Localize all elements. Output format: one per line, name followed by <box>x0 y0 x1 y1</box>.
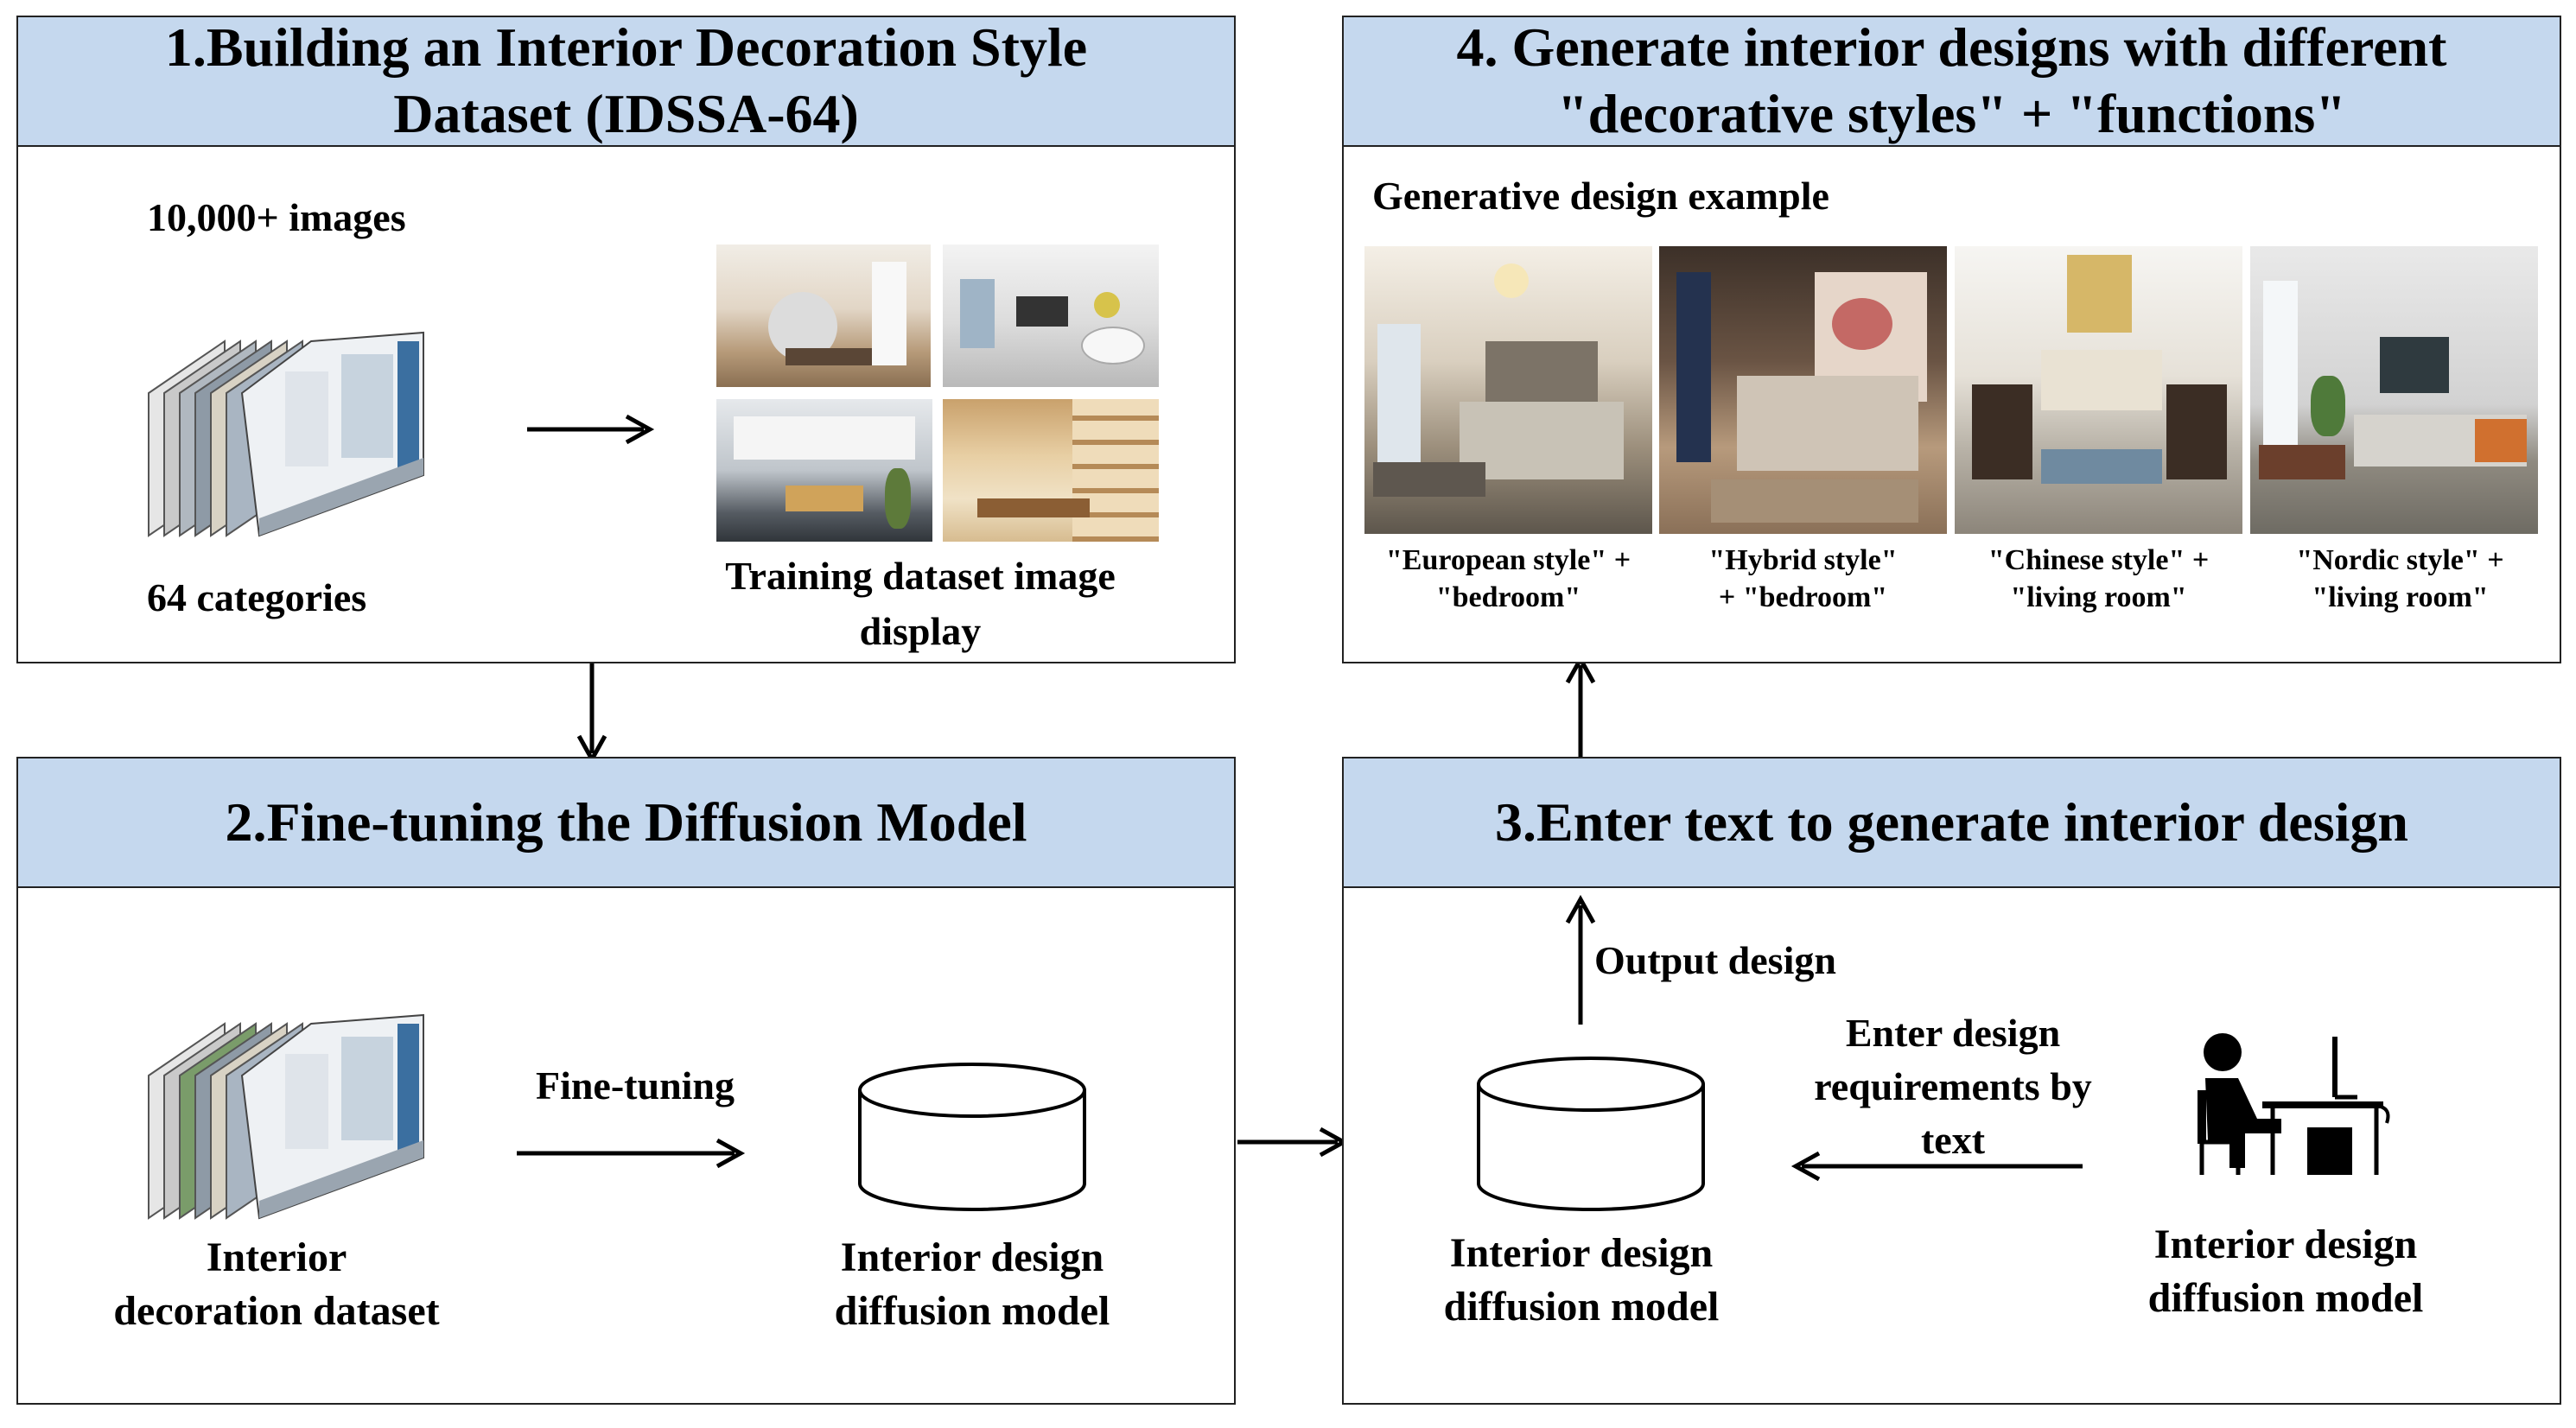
panel-4-title-line2: "decorative styles" + "functions" <box>1557 83 2346 144</box>
training-image-3 <box>716 399 932 542</box>
dataset-caption-line2: decoration dataset <box>113 1288 440 1335</box>
model-caption-panel3: Interior design diffusion model <box>1391 1227 1771 1335</box>
panel-3-header: 3.Enter text to generate interior design <box>1344 758 2560 888</box>
example-image-nordic-living-room <box>2250 246 2538 534</box>
example-caption-1-line1: "European style" + <box>1385 544 1631 576</box>
example-image-european-bedroom <box>1364 246 1652 534</box>
training-image-1 <box>716 244 931 387</box>
example-caption-4-line2: "living room" <box>2312 581 2489 613</box>
training-display-line2: display <box>859 609 982 654</box>
example-image-hybrid-bedroom <box>1659 246 1947 534</box>
user-caption: Interior design diffusion model <box>2091 1218 2480 1326</box>
model-caption-panel2-line1: Interior design <box>840 1234 1104 1280</box>
fine-tuning-label: Fine-tuning <box>535 1063 735 1107</box>
dataset-caption-line1: Interior <box>206 1234 347 1280</box>
panel-4-header: 4. Generate interior designs with differ… <box>1344 16 2560 147</box>
panel-1-title-line2: Dataset (IDSSA-64) <box>393 83 859 144</box>
example-caption-3-line1: "Chinese style" + <box>1988 544 2210 576</box>
panel-generated-designs: 4. Generate interior designs with differ… <box>1342 16 2561 663</box>
example-caption-1: "European style" + "bedroom" <box>1358 543 1658 616</box>
panel-1-header: 1.Building an Interior Decoration Style … <box>18 16 1234 147</box>
training-image-4 <box>943 399 1159 542</box>
example-caption-2: "Hybrid style" + "bedroom" <box>1653 543 1953 616</box>
example-caption-4-line1: "Nordic style" + <box>2296 544 2504 576</box>
dataset-caption: Interior decoration dataset <box>78 1231 475 1339</box>
panel-2-header: 2.Fine-tuning the Diffusion Model <box>18 758 1234 888</box>
example-caption-2-line2: + "bedroom" <box>1718 581 1888 613</box>
model-caption-panel3-line1: Interior design <box>1449 1230 1714 1276</box>
model-caption-panel2-line2: diffusion model <box>834 1288 1110 1335</box>
panel-1-title-line1: 1.Building an Interior Decoration Style <box>164 16 1088 79</box>
model-caption-panel2: Interior design diffusion model <box>778 1231 1167 1339</box>
model-caption-panel3-line2: diffusion model <box>1443 1284 1720 1330</box>
example-caption-1-line2: "bedroom" <box>1435 581 1581 613</box>
panel-4-title-line1: 4. Generate interior designs with differ… <box>1456 16 2447 79</box>
enter-requirements-line2: requirements by <box>1814 1064 2092 1109</box>
categories-label: 64 categories <box>147 575 367 619</box>
enter-requirements-line3: text <box>1920 1118 1986 1163</box>
user-caption-line2: diffusion model <box>2147 1275 2424 1322</box>
example-image-chinese-living-room <box>1955 246 2242 534</box>
output-design-label: Output design <box>1594 938 1836 982</box>
panel-2-title: 2.Fine-tuning the Diffusion Model <box>225 790 1027 853</box>
example-caption-2-line1: "Hybrid style" <box>1708 544 1898 576</box>
example-caption-4: "Nordic style" + "living room" <box>2250 543 2550 616</box>
training-image-2 <box>943 244 1159 387</box>
example-caption-3-line2: "living room" <box>2010 581 2187 613</box>
example-caption-3: "Chinese style" + "living room" <box>1949 543 2248 616</box>
enter-requirements-label: Enter design requirements by text <box>1763 1006 2143 1167</box>
enter-requirements-line1: Enter design <box>1845 1011 2061 1055</box>
generative-example-label: Generative design example <box>1372 174 1829 218</box>
user-caption-line1: Interior design <box>2153 1222 2418 1267</box>
training-display-line1: Training dataset image <box>725 554 1116 598</box>
panel-3-title: 3.Enter text to generate interior design <box>1495 790 2408 853</box>
images-count-label: 10,000+ images <box>147 195 406 239</box>
training-display-label: Training dataset image display <box>657 549 1184 660</box>
